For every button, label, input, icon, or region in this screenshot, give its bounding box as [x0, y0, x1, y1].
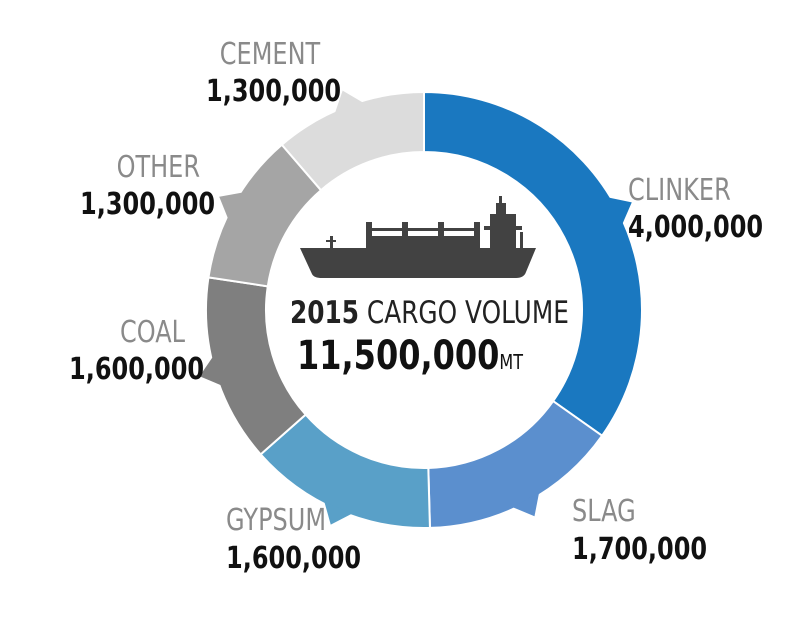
donut-slice-cement [280, 90, 425, 192]
total-volume: 11,500,000MT [290, 336, 530, 376]
slice-label-gypsum: GYPSUM [226, 503, 327, 538]
slice-label-cement: CEMENT [219, 37, 321, 72]
slice-value-cement: 1,300,000 [206, 74, 342, 109]
slice-value-gypsum: 1,600,000 [226, 541, 362, 576]
donut-slice-clinker [423, 90, 643, 438]
slice-label-coal: COAL [119, 315, 185, 350]
slice-value-other: 1,300,000 [80, 187, 216, 222]
pointer-other [219, 192, 243, 219]
total-unit: MT [499, 350, 524, 374]
donut-ring [205, 90, 643, 529]
slice-value-slag: 1,700,000 [572, 532, 708, 567]
slice-value-coal: 1,600,000 [69, 352, 205, 387]
slice-label-slag: SLAG [572, 494, 636, 529]
label-pointers [199, 90, 632, 525]
title-text: CARGO VOLUME [366, 295, 569, 331]
pointer-gypsum [324, 501, 353, 525]
pointer-clinker [608, 197, 632, 225]
pointer-coal [199, 356, 222, 386]
slice-label-clinker: CLINKER [628, 173, 731, 208]
slice-value-clinker: 4,000,000 [628, 210, 764, 245]
title-year: 2015 [290, 295, 360, 331]
chart-title: 2015 CARGO VOLUME [290, 295, 569, 331]
pointer-cement [334, 90, 364, 114]
pointer-slag [512, 492, 540, 517]
slice-label-other: OTHER [116, 150, 200, 185]
total-value: 11,500,000 [296, 333, 500, 379]
cargo-ship-icon [300, 196, 536, 278]
